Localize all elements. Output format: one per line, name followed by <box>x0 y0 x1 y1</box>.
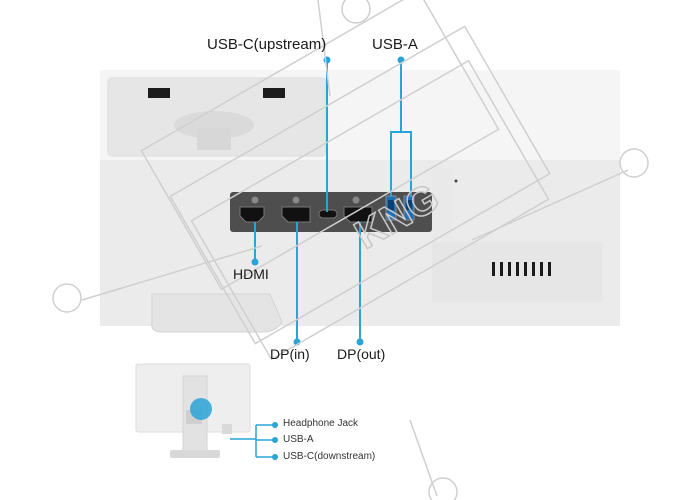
legend-usb-c-downstream: USB-C(downstream) <box>283 451 376 462</box>
legend-headphone-jack: Headphone Jack <box>283 418 359 429</box>
label-usb-a: USB-A <box>372 36 418 53</box>
hdmi-port <box>239 206 265 223</box>
label-dp-out: DP(out) <box>337 346 386 362</box>
label-hdmi: HDMI <box>233 266 269 282</box>
callout-dots <box>251 56 405 346</box>
rear-legend-dots <box>272 422 278 460</box>
dp-in-port <box>281 206 311 223</box>
status-dot <box>454 179 458 183</box>
vent-grille <box>492 262 551 276</box>
label-dp-in: DP(in) <box>270 346 310 362</box>
rear-legend-connectors <box>230 424 274 458</box>
legend-usb-a: USB-A <box>283 434 314 445</box>
label-usb-c-upstream: USB-C(upstream) <box>207 36 327 53</box>
watermark <box>52 0 649 500</box>
rear-view-inset <box>135 363 251 458</box>
callout-lines <box>254 60 412 342</box>
